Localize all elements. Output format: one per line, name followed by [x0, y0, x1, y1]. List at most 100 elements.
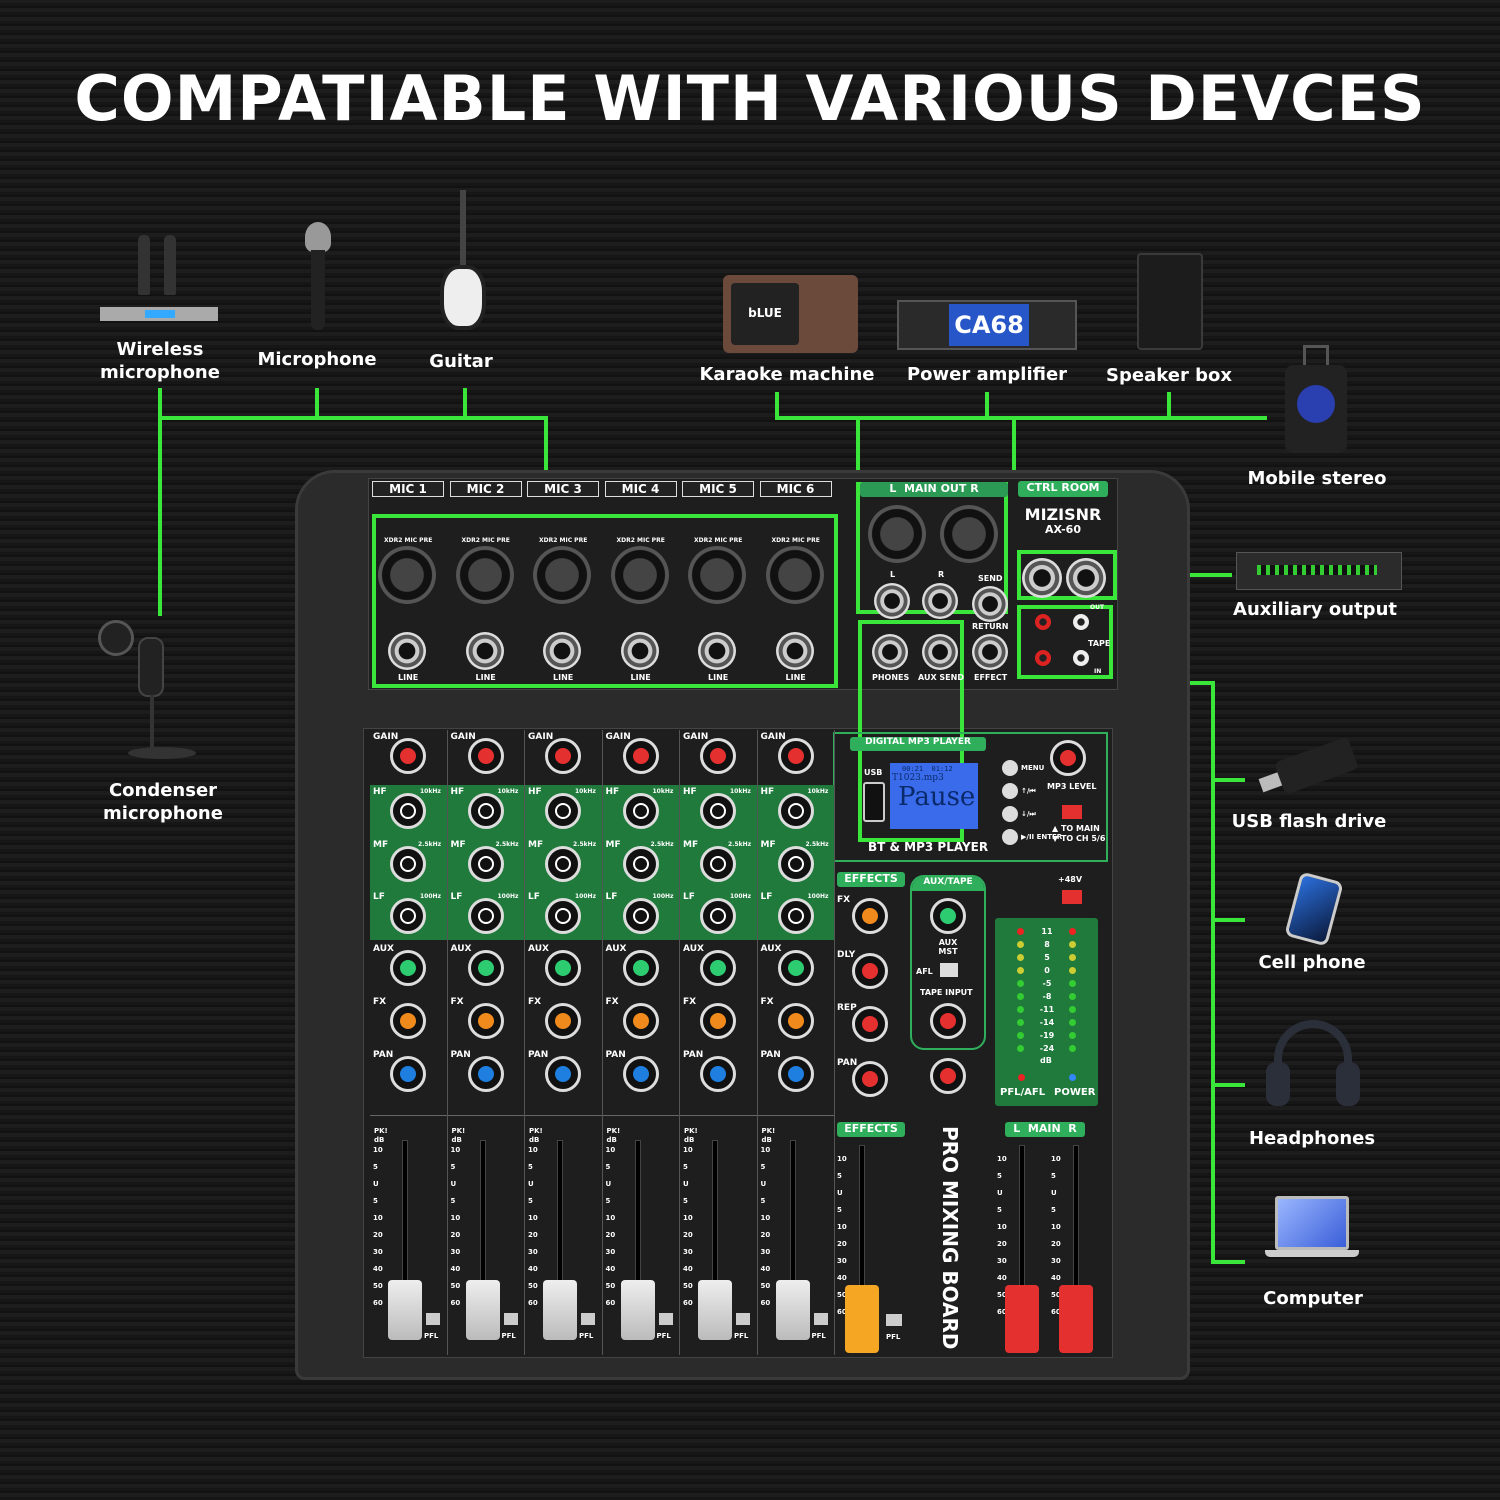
hf-knob[interactable] — [545, 793, 581, 829]
lf-knob[interactable] — [545, 898, 581, 934]
lf-knob[interactable] — [390, 898, 426, 934]
usb-port[interactable] — [863, 782, 885, 822]
pfl-button[interactable] — [813, 1313, 828, 1325]
mp3-route-switch[interactable] — [1062, 805, 1082, 819]
afl-button[interactable] — [940, 963, 958, 977]
gain-knob[interactable] — [545, 738, 581, 774]
channel-fader[interactable] — [388, 1280, 422, 1340]
aux-knob[interactable] — [700, 950, 736, 986]
gain-knob[interactable] — [700, 738, 736, 774]
aux-send-jack[interactable] — [922, 634, 958, 670]
line-input-jack[interactable] — [620, 632, 659, 670]
mf-knob[interactable] — [622, 846, 659, 882]
effect-jack[interactable] — [972, 634, 1008, 670]
phones-level-knob[interactable] — [930, 1058, 966, 1094]
xlr-input[interactable] — [455, 546, 514, 604]
effects-fader[interactable] — [845, 1285, 879, 1353]
mf-knob[interactable] — [545, 846, 581, 882]
tape-out-l-rca[interactable] — [1035, 614, 1051, 630]
main-l-fader[interactable] — [1005, 1285, 1039, 1353]
pan-knob[interactable] — [700, 1056, 736, 1092]
pan-knob[interactable] — [467, 1056, 504, 1092]
tape-in-l-rca[interactable] — [1035, 650, 1051, 666]
lf-knob[interactable] — [777, 898, 814, 934]
channel-fader[interactable] — [775, 1280, 810, 1340]
line-input-jack[interactable] — [465, 632, 504, 670]
main-out-r-jack[interactable] — [922, 583, 958, 619]
gain-knob[interactable] — [777, 738, 814, 774]
mf-knob[interactable] — [390, 846, 426, 882]
aux-master-knob[interactable] — [930, 898, 966, 934]
pan-knob[interactable] — [777, 1056, 814, 1092]
send-return-jack[interactable] — [972, 586, 1008, 622]
lf-knob[interactable] — [622, 898, 659, 934]
mp3-button[interactable] — [1002, 783, 1018, 799]
xlr-input[interactable] — [378, 546, 436, 604]
effects-pfl-button[interactable] — [886, 1314, 902, 1326]
mf-knob[interactable] — [700, 846, 736, 882]
mp3-button[interactable] — [1002, 829, 1018, 845]
fx-knob[interactable] — [622, 1003, 659, 1039]
hf-knob[interactable] — [622, 793, 659, 829]
effects-fx-knob[interactable] — [852, 898, 888, 934]
pan-knob[interactable] — [545, 1056, 581, 1092]
aux-knob[interactable] — [467, 950, 504, 986]
main-out-r-xlr[interactable] — [940, 505, 998, 563]
fx-knob[interactable] — [777, 1003, 814, 1039]
mp3-button[interactable] — [1002, 760, 1018, 776]
line-input-jack[interactable] — [698, 632, 736, 670]
effects-rep-knob[interactable] — [852, 1006, 888, 1042]
aux-knob[interactable] — [777, 950, 814, 986]
fx-knob[interactable] — [700, 1003, 736, 1039]
aux-knob[interactable] — [390, 950, 426, 986]
channel-fader[interactable] — [543, 1280, 577, 1340]
fx-knob[interactable] — [390, 1003, 426, 1039]
main-out-l-xlr[interactable] — [868, 505, 926, 563]
pfl-button[interactable] — [426, 1313, 440, 1325]
gain-knob[interactable] — [467, 738, 504, 774]
mp3-level-knob[interactable] — [1050, 740, 1086, 776]
pfl-button[interactable] — [658, 1313, 673, 1325]
ctrl-room-r-jack[interactable] — [1066, 558, 1106, 598]
mp3-button[interactable] — [1002, 806, 1018, 822]
pfl-button[interactable] — [581, 1313, 595, 1325]
aux-knob[interactable] — [622, 950, 659, 986]
xlr-input[interactable] — [765, 546, 824, 604]
pfl-button[interactable] — [736, 1313, 750, 1325]
xlr-input[interactable] — [610, 546, 669, 604]
channel-fader[interactable] — [698, 1280, 732, 1340]
phantom-switch[interactable] — [1062, 890, 1082, 904]
lf-knob[interactable] — [700, 898, 736, 934]
channel-fader[interactable] — [620, 1280, 655, 1340]
fx-knob[interactable] — [467, 1003, 504, 1039]
gain-knob[interactable] — [390, 738, 426, 774]
mf-knob[interactable] — [777, 846, 814, 882]
aux-knob[interactable] — [545, 950, 581, 986]
effects-dly-knob[interactable] — [852, 953, 888, 989]
hf-knob[interactable] — [700, 793, 736, 829]
tape-out-r-rca[interactable] — [1073, 614, 1089, 630]
hf-knob[interactable] — [390, 793, 426, 829]
main-out-l-jack[interactable] — [874, 583, 910, 619]
pfl-button[interactable] — [503, 1313, 518, 1325]
ctrl-room-l-jack[interactable] — [1022, 558, 1062, 598]
phones-jack[interactable] — [872, 634, 908, 670]
pan-knob[interactable] — [622, 1056, 659, 1092]
line-input-jack[interactable] — [775, 632, 814, 670]
fx-knob[interactable] — [545, 1003, 581, 1039]
main-r-fader[interactable] — [1059, 1285, 1093, 1353]
pan-knob[interactable] — [390, 1056, 426, 1092]
lf-knob[interactable] — [467, 898, 504, 934]
line-input-jack[interactable] — [388, 632, 426, 670]
hf-knob[interactable] — [467, 793, 504, 829]
xlr-input[interactable] — [533, 546, 591, 604]
tape-in-r-rca[interactable] — [1073, 650, 1089, 666]
gain-knob[interactable] — [622, 738, 659, 774]
xlr-input[interactable] — [688, 546, 746, 604]
tape-input-knob[interactable] — [930, 1003, 966, 1039]
channel-fader[interactable] — [465, 1280, 500, 1340]
effects-pan-knob[interactable] — [852, 1061, 888, 1097]
hf-knob[interactable] — [777, 793, 814, 829]
mf-knob[interactable] — [467, 846, 504, 882]
line-input-jack[interactable] — [543, 632, 581, 670]
